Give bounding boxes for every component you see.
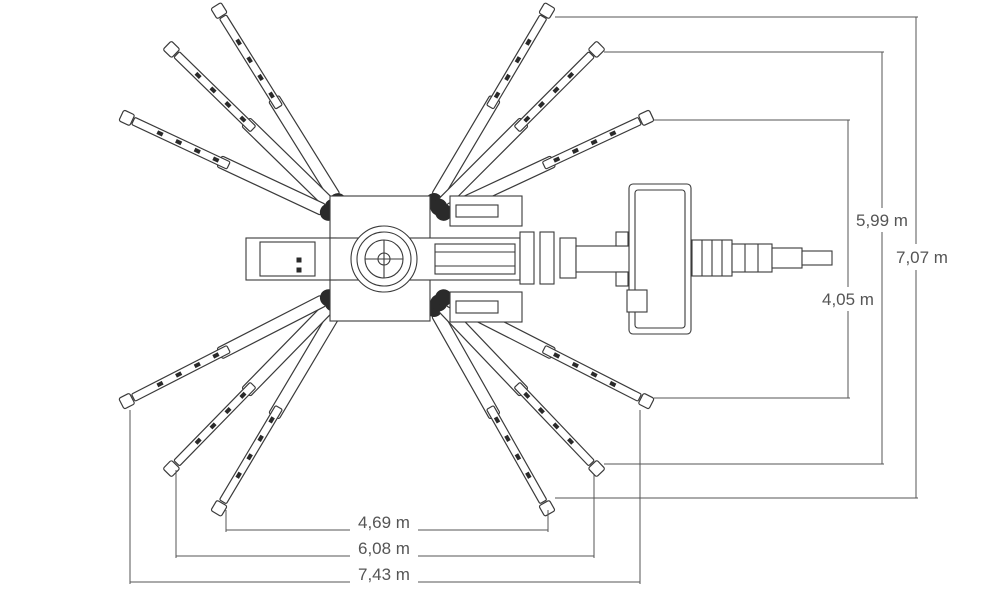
jib-tip bbox=[801, 250, 833, 266]
dimension-lines bbox=[129, 16, 918, 584]
rear-marker-2 bbox=[296, 267, 302, 273]
chassis bbox=[245, 195, 577, 323]
leg-top-left-1-foot bbox=[210, 2, 228, 19]
leg-bottom-right-1-foot bbox=[538, 500, 556, 517]
leg-bottom-right-2 bbox=[430, 294, 605, 477]
leg-bottom-left-2-hole bbox=[209, 422, 217, 430]
leg-bottom-right-3-hole bbox=[553, 352, 561, 359]
leg-top-left-2-hole bbox=[194, 71, 202, 79]
dim-label-743: 7,43 m bbox=[358, 565, 410, 584]
boom-joint-top bbox=[615, 231, 629, 247]
leg-bottom-left-1-hole bbox=[268, 416, 275, 424]
leg-bottom-left-3 bbox=[118, 289, 337, 410]
leg-top-left-2-hole bbox=[239, 115, 247, 123]
leg-bottom-left-3-hole bbox=[156, 380, 164, 388]
leg-bottom-right-1-hole bbox=[525, 471, 532, 479]
bracket-2 bbox=[539, 231, 555, 285]
leg-top-right-1 bbox=[425, 2, 556, 211]
leg-top-left-3-hole bbox=[175, 139, 183, 146]
leg-top-right-3-hole bbox=[553, 156, 561, 163]
leg-bottom-right-1-hole bbox=[504, 434, 511, 442]
leg-bottom-right-2-hole bbox=[523, 391, 531, 399]
leg-top-right-1-hole bbox=[525, 38, 532, 46]
leg-bottom-right-2-hole bbox=[537, 407, 545, 415]
bracket-3 bbox=[559, 237, 577, 279]
dim-label-469: 4,69 m bbox=[358, 513, 410, 532]
dim-label-608: 6,08 m bbox=[358, 539, 410, 558]
leg-bottom-left-2 bbox=[163, 294, 342, 477]
leg-bottom-left-2-hole bbox=[194, 437, 202, 445]
leg-top-left-2-hole bbox=[224, 101, 232, 109]
leg-top-right-2-hole bbox=[523, 115, 531, 123]
dim-label-707: 7,07 m bbox=[896, 248, 948, 267]
leg-top-right-2 bbox=[430, 41, 605, 216]
leg-top-left-2-foot bbox=[163, 41, 180, 58]
dimension-labels: 4,69 m 6,08 m 7,43 m 4,05 m 5,99 m 7,07 … bbox=[358, 211, 948, 584]
leg-top-right-3-hole bbox=[590, 139, 598, 146]
leg-bottom-right-2-hole bbox=[567, 437, 575, 445]
bracket-1 bbox=[519, 231, 535, 285]
boom bbox=[575, 183, 833, 335]
center-slide bbox=[434, 243, 516, 275]
leg-top-left-3-hole bbox=[156, 130, 164, 137]
leg-bottom-right-2-foot bbox=[588, 460, 605, 477]
lower-cylinder bbox=[455, 300, 499, 314]
leg-top-left-3-hole bbox=[193, 147, 201, 154]
boom-joint-bottom bbox=[615, 271, 629, 287]
leg-top-right-1-hole bbox=[504, 73, 511, 82]
leg-top-left-2-hole bbox=[209, 86, 217, 94]
leg-top-left-3 bbox=[118, 109, 337, 221]
leg-top-right-3-hole bbox=[609, 130, 617, 137]
leg-bottom-right-3-hole bbox=[609, 380, 617, 388]
leg-top-right-2-hole bbox=[537, 101, 545, 109]
leg-bottom-left-1-foot bbox=[210, 500, 228, 517]
leg-bottom-left-3-foot bbox=[118, 393, 135, 410]
leg-bottom-right-1-hole bbox=[514, 453, 522, 461]
leg-bottom-right-3-hole bbox=[590, 371, 598, 378]
leg-top-right-1-hole bbox=[514, 56, 522, 64]
control-box bbox=[626, 289, 648, 313]
leg-top-right-1-foot bbox=[538, 2, 556, 19]
jib-segment-3 bbox=[771, 247, 803, 269]
leg-top-right-3-foot bbox=[638, 109, 655, 126]
upper-cylinder bbox=[455, 204, 499, 218]
leg-bottom-right-2-hole bbox=[552, 422, 560, 430]
leg-top-right-2-hole bbox=[552, 86, 560, 94]
leg-bottom-left-2-hole bbox=[224, 407, 232, 415]
leg-bottom-left-1-hole bbox=[246, 453, 253, 461]
leg-bottom-left-1-hole bbox=[235, 471, 242, 479]
dim-label-405: 4,05 m bbox=[822, 290, 874, 309]
leg-top-left-1-hole bbox=[268, 91, 275, 99]
rear-marker bbox=[296, 257, 302, 263]
leg-top-left-1-hole bbox=[246, 56, 253, 64]
leg-bottom-left-3-hole bbox=[212, 352, 220, 359]
leg-top-left-3-hole bbox=[212, 156, 220, 163]
leg-top-left-1-hole bbox=[257, 73, 264, 82]
rear-cover bbox=[259, 241, 316, 277]
leg-bottom-left-2-hole bbox=[239, 391, 247, 399]
leg-bottom-left-3-hole bbox=[175, 371, 183, 378]
leg-top-left-1-hole bbox=[235, 38, 242, 46]
jib-segment-2 bbox=[731, 243, 773, 273]
dim-label-599: 5,99 m bbox=[856, 211, 908, 230]
leg-top-right-3-hole bbox=[571, 147, 579, 154]
leg-bottom-left-3-hole bbox=[193, 361, 201, 369]
leg-top-left-3-foot bbox=[118, 109, 135, 126]
leg-bottom-right-3-hole bbox=[571, 361, 579, 369]
leg-top-right-2-foot bbox=[588, 41, 605, 58]
leg-bottom-left-1-hole bbox=[257, 434, 264, 442]
leg-top-right-2-hole bbox=[567, 71, 575, 79]
leg-bottom-right-1-hole bbox=[493, 416, 501, 424]
leg-bottom-right-3-foot bbox=[638, 393, 655, 410]
leg-top-right-1-hole bbox=[493, 91, 501, 99]
